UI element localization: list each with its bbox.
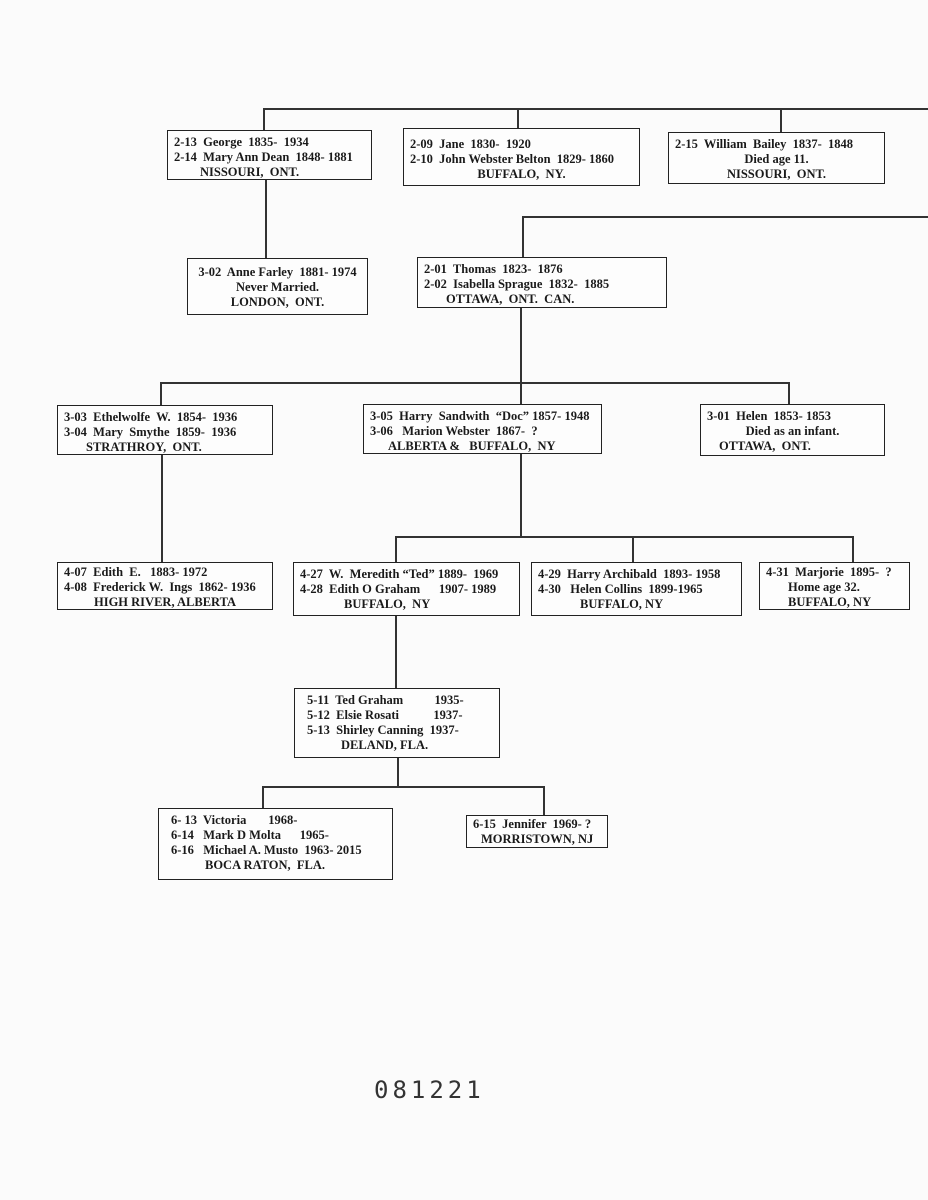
connector-line xyxy=(517,108,519,128)
location: LONDON, ONT. xyxy=(230,295,325,309)
connector-line xyxy=(522,216,928,218)
connector-line xyxy=(265,180,267,258)
person-line: 6-14 Mark D Molta 1965- xyxy=(171,828,329,842)
person-line: Home age 32. xyxy=(788,580,860,594)
person-line: Never Married. xyxy=(235,280,320,294)
location: BUFFALO, NY xyxy=(788,595,872,609)
location: BUFFALO, NY xyxy=(344,597,431,611)
connector-line xyxy=(632,536,634,562)
person-line: 2-10 John Webster Belton 1829- 1860 xyxy=(410,152,615,166)
connector-line xyxy=(520,382,522,404)
location: NISSOURI, ONT. xyxy=(726,167,827,181)
person-line: 4-07 Edith E. 1883- 1972 xyxy=(64,565,208,579)
person-line: 6- 13 Victoria 1968- xyxy=(171,813,298,827)
connector-line xyxy=(262,786,264,808)
location: BUFFALO, NY. xyxy=(477,167,566,181)
person-line: 4-28 Edith O Graham 1907- 1989 xyxy=(300,582,497,596)
location: NISSOURI, ONT. xyxy=(200,165,300,179)
connector-line xyxy=(263,108,265,130)
location: HIGH RIVER, ALBERTA xyxy=(94,595,237,609)
person-line: 3-01 Helen 1853- 1853 xyxy=(707,409,831,423)
person-line: 3-03 Ethelwolfe W. 1854- 1936 xyxy=(64,410,238,424)
person-box-ethelwolfe: 3-03 Ethelwolfe W. 1854- 1936 3-04 Mary … xyxy=(57,405,273,455)
location: BOCA RATON, FLA. xyxy=(205,858,326,872)
person-line: 3-04 Mary Smythe 1859- 1936 xyxy=(64,425,237,439)
connector-line xyxy=(852,536,854,562)
person-line: 4-31 Marjorie 1895- ? xyxy=(766,565,892,579)
person-line: 3-05 Harry Sandwith “Doc” 1857- 1948 xyxy=(370,409,590,423)
person-box-ted-graham: 5-11 Ted Graham 1935- 5-12 Elsie Rosati … xyxy=(294,688,500,758)
person-line: 6-16 Michael A. Musto 1963- 2015 xyxy=(171,843,362,857)
connector-line xyxy=(161,455,163,562)
stamp-number: 081221 xyxy=(374,1076,485,1104)
person-box-marjorie: 4-31 Marjorie 1895- ? Home age 32. BUFFA… xyxy=(759,562,910,610)
person-line: 2-14 Mary Ann Dean 1848- 1881 xyxy=(174,150,353,164)
person-line: 6-15 Jennifer 1969- ? xyxy=(473,817,592,831)
connector-line xyxy=(395,616,397,688)
person-line: 5-12 Elsie Rosati 1937- xyxy=(307,708,463,722)
person-box-william: 2-15 William Bailey 1837- 1848 Died age … xyxy=(668,132,885,184)
location: BUFFALO, NY xyxy=(580,597,664,611)
person-box-harry-archibald: 4-29 Harry Archibald 1893- 1958 4-30 Hel… xyxy=(531,562,742,616)
person-line: 4-30 Helen Collins 1899-1965 xyxy=(538,582,703,596)
location: MORRISTOWN, NJ xyxy=(481,832,594,846)
person-box-harry-sandwith: 3-05 Harry Sandwith “Doc” 1857- 1948 3-0… xyxy=(363,404,602,454)
person-line: 3-06 Marion Webster 1867- ? xyxy=(370,424,538,438)
person-line: 4-29 Harry Archibald 1893- 1958 xyxy=(538,567,721,581)
person-line: 2-15 William Bailey 1837- 1848 xyxy=(675,137,854,151)
person-box-jane: 2-09 Jane 1830- 1920 2-10 John Webster B… xyxy=(403,128,640,186)
connector-line xyxy=(160,382,790,384)
connector-line xyxy=(543,786,545,815)
connector-line xyxy=(520,307,522,384)
connector-line xyxy=(262,786,545,788)
connector-line xyxy=(397,758,399,788)
person-box-jennifer: 6-15 Jennifer 1969- ? MORRISTOWN, NJ xyxy=(466,815,608,848)
connector-line xyxy=(780,108,782,132)
connector-line xyxy=(522,216,524,257)
person-line: 3-02 Anne Farley 1881- 1974 xyxy=(198,265,357,279)
person-box-thomas: 2-01 Thomas 1823- 1876 2-02 Isabella Spr… xyxy=(417,257,667,308)
location: DELAND, FLA. xyxy=(341,738,429,752)
person-line: 5-13 Shirley Canning 1937- xyxy=(307,723,459,737)
connector-line xyxy=(788,382,790,404)
connector-line xyxy=(160,382,162,405)
person-box-helen: 3-01 Helen 1853- 1853 Died as an infant.… xyxy=(700,404,885,456)
person-line: Died as an infant. xyxy=(745,424,840,438)
person-box-anne: 3-02 Anne Farley 1881- 1974 Never Marrie… xyxy=(187,258,368,315)
person-line: 2-09 Jane 1830- 1920 xyxy=(410,137,531,151)
person-box-george: 2-13 George 1835- 1934 2-14 Mary Ann Dea… xyxy=(167,130,372,180)
connector-line xyxy=(395,536,854,538)
person-box-w-meredith: 4-27 W. Meredith “Ted” 1889- 1969 4-28 E… xyxy=(293,562,520,616)
person-line: Died age 11. xyxy=(744,152,809,166)
person-line: 4-27 W. Meredith “Ted” 1889- 1969 xyxy=(300,567,499,581)
location: OTTAWA, ONT. xyxy=(719,439,811,453)
location: STRATHROY, ONT. xyxy=(86,440,202,454)
person-line: 4-08 Frederick W. Ings 1862- 1936 xyxy=(64,580,256,594)
person-box-edith-e: 4-07 Edith E. 1883- 1972 4-08 Frederick … xyxy=(57,562,273,610)
person-line: 2-13 George 1835- 1934 xyxy=(174,135,309,149)
connector-line xyxy=(520,454,522,537)
connector-line xyxy=(263,108,928,110)
location: OTTAWA, ONT. CAN. xyxy=(446,292,575,306)
location: ALBERTA & BUFFALO, NY xyxy=(388,439,556,453)
person-line: 2-02 Isabella Sprague 1832- 1885 xyxy=(424,277,610,291)
person-box-victoria: 6- 13 Victoria 1968- 6-14 Mark D Molta 1… xyxy=(158,808,393,880)
connector-line xyxy=(395,536,397,562)
person-line: 2-01 Thomas 1823- 1876 xyxy=(424,262,563,276)
person-line: 5-11 Ted Graham 1935- xyxy=(307,693,464,707)
